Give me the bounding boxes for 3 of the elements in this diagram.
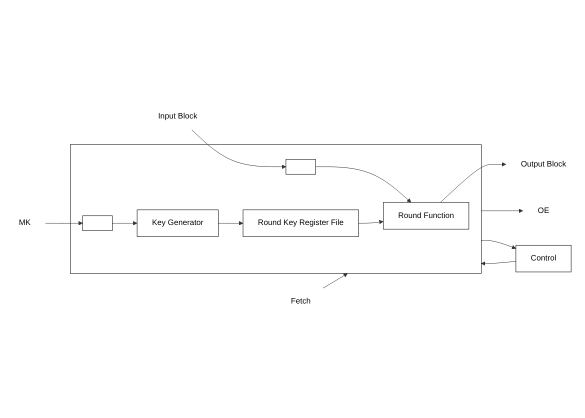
cluster — [70, 144, 482, 274]
node-box — [286, 159, 316, 174]
node-box — [82, 216, 113, 231]
